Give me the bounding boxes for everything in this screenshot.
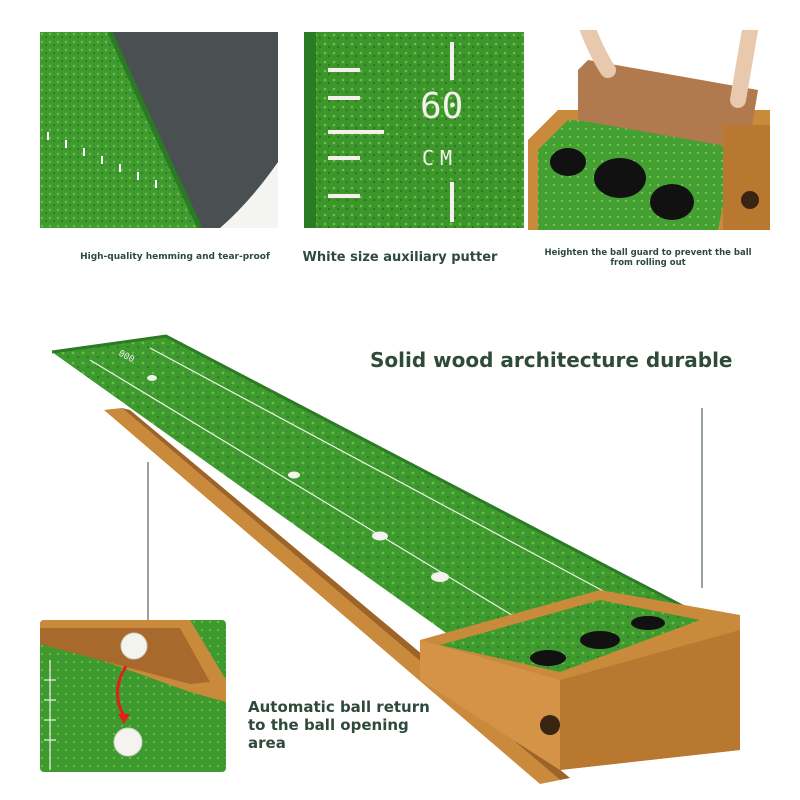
- headline: Solid wood architecture durable: [370, 348, 733, 372]
- ball-guard-photo: [528, 30, 770, 230]
- hemming-caption: High-quality hemming and tear-proof: [80, 252, 270, 262]
- ruler-mark-value: 60: [420, 86, 464, 127]
- ball-return-caption: Automatic ball return to the ball openin…: [248, 698, 430, 752]
- ruler-mark-unit: CM: [422, 146, 459, 170]
- ball-return-inset: [40, 620, 226, 772]
- ball-guard-caption: Heighten the ball guard to prevent the b…: [544, 248, 752, 269]
- putting-mat-photo: [0, 300, 800, 800]
- hemming-photo: [40, 32, 278, 228]
- ruler-caption: White size auxiliary putter: [302, 250, 498, 265]
- ruler-photo: [304, 32, 524, 228]
